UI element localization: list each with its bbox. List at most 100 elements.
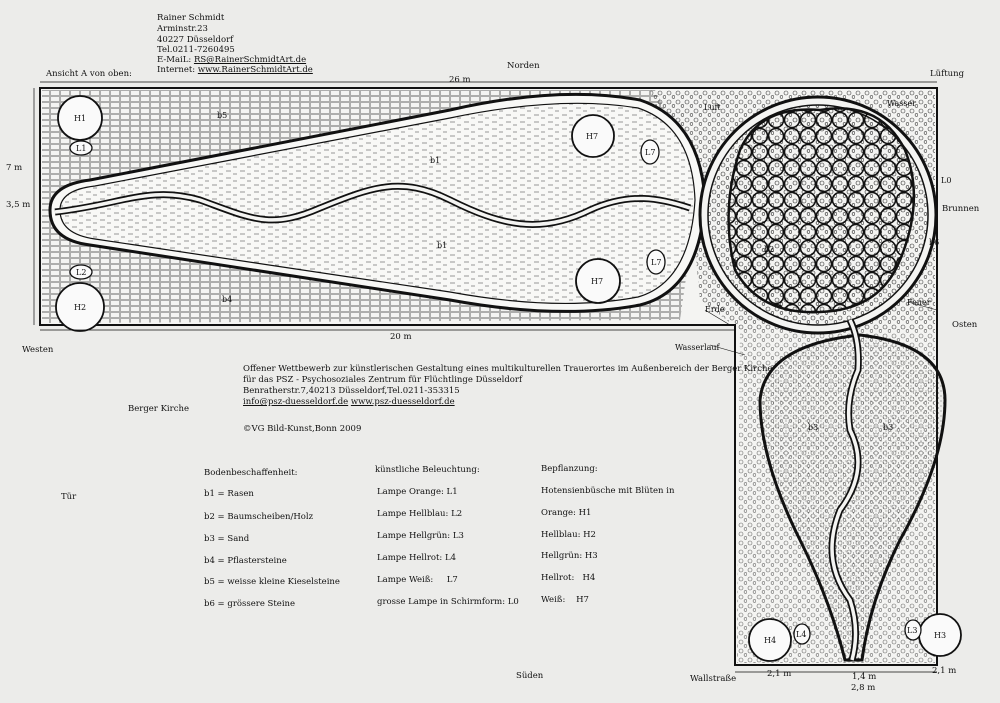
legend-planting-item: Orange: H1 <box>541 508 592 518</box>
leader-waterway <box>709 344 746 356</box>
label-l7-bottom: L7 <box>651 258 661 267</box>
label-h2: H2 <box>74 303 86 312</box>
compass-east: Osten <box>952 320 978 330</box>
sand-b3-waterway-inner <box>830 319 861 661</box>
legend-soil-title: Bodenbeschaffenheit: <box>204 468 298 478</box>
label-l0: L0 <box>941 176 951 185</box>
lamp-l3-shape <box>904 619 922 641</box>
dim-bottom-right: 2,1 m <box>932 666 957 676</box>
legend-planting-item: Hellgrün: H3 <box>541 551 598 561</box>
author-email-link[interactable]: RS@RainerSchmidtArt.de <box>193 55 307 65</box>
leader-fire <box>907 301 938 311</box>
author-internet-row: Internet: www.RainerSchmidtArt.de <box>157 66 313 75</box>
label-b1-bottom: b1 <box>437 241 447 250</box>
compass-west: Westen <box>22 345 54 355</box>
legend-lighting-item: Lampe Weiß: L7 <box>377 575 458 585</box>
lamp-l7-top-shape <box>640 139 660 165</box>
label-l1: L1 <box>76 144 86 153</box>
label-earth: Erde <box>705 305 725 314</box>
author-internet-link[interactable]: www.RainerSchmidtArt.de <box>197 65 313 75</box>
legend-soil-item: b6 = grössere Steine <box>204 599 296 609</box>
legend-soil-item: b2 = Baumscheiben/Holz <box>204 512 314 522</box>
lamp-l7-bottom-shape <box>646 249 666 275</box>
wavy-path-inner <box>54 184 691 227</box>
author-email-row: E-MaiL: RS@RainerSchmidtArt.de <box>157 56 306 65</box>
legend-lighting-item: Lampe Hellblau: L2 <box>377 509 463 519</box>
label-fountain: Brunnen <box>942 204 980 214</box>
label-l3: L3 <box>907 626 917 635</box>
label-waterway: Wasserlauf <box>675 343 721 352</box>
lamp-l2-shape <box>69 264 93 280</box>
label-fire: Feuer <box>907 298 931 307</box>
dim-top: 26 m <box>449 75 471 85</box>
label-street: Wallstraße <box>690 674 737 684</box>
competition-email-link[interactable]: info@psz-duesseldorf.de <box>243 397 349 407</box>
lamp-l1-shape <box>69 140 93 156</box>
dim-bottom-left: 2,1 m <box>767 669 792 679</box>
bush-h7-top-shape <box>571 114 615 158</box>
label-church: Berger Kirche <box>128 404 189 414</box>
author-email-prefix: E-MaiL: <box>157 55 192 65</box>
compass-north: Norden <box>507 61 540 71</box>
bush-h2-shape <box>55 282 105 332</box>
legend-planting-item: Hotensienbüsche mit Blüten in <box>541 486 675 496</box>
label-h4: H4 <box>764 636 776 645</box>
dim-left-inner: 3,5 m <box>6 200 31 210</box>
legend-soil-item: b5 = weisse kleine Kieselsteine <box>204 577 340 587</box>
label-b4: b4 <box>222 295 232 304</box>
dim-bottom-mid2: 2,8 m <box>851 683 876 693</box>
leader-earth <box>704 309 731 326</box>
legend-lighting-item: Lampe Hellgrün: L3 <box>377 531 464 541</box>
legend-planting-item: Hellblau: H2 <box>541 530 596 540</box>
legend-lighting-item: Lampe Hellrot: L4 <box>377 553 457 563</box>
label-ventilation: Lüftung <box>930 69 965 79</box>
bush-h7-bottom-shape <box>575 258 621 304</box>
legend-planting-item: Weiß: H7 <box>541 595 589 605</box>
label-h1: H1 <box>74 114 86 123</box>
legend-lighting-item: grosse Lampe in Schirmform: L0 <box>377 597 519 607</box>
legend-planting-item: Hellrot: H4 <box>541 573 596 583</box>
competition-line3: Benratherstr.7,40213 Düsseldorf,Tel.0211… <box>243 386 460 396</box>
label-air: Luft <box>704 103 721 112</box>
label-b3-right: b3 <box>883 423 893 432</box>
competition-web-link[interactable]: www.psz-duesseldorf.de <box>350 397 455 407</box>
competition-line1: Offener Wettbewerb zur künstlerischen Ge… <box>243 364 773 374</box>
lawn-b1-texture <box>59 102 696 305</box>
label-b5: b5 <box>217 111 227 120</box>
author-street: Arminstr.23 <box>157 24 208 34</box>
legend-soil-item: b1 = Rasen <box>204 489 254 499</box>
legend-lighting-item: Lampe Orange: L1 <box>377 487 458 497</box>
label-h3: H3 <box>934 631 946 640</box>
label-h7-bottom: H7 <box>591 277 603 286</box>
label-b6: b6 <box>929 238 939 247</box>
view-label: Ansicht A von oben: <box>46 69 132 79</box>
legend-lighting-title: künstliche Beleuchtung: <box>375 465 480 475</box>
dim-bottom-mid1: 1,4 m <box>852 672 877 682</box>
label-water: Wasser <box>887 99 916 108</box>
bush-h4-shape <box>748 618 792 662</box>
legend-planting-title: Bepflanzung: <box>541 464 598 474</box>
author-internet-prefix: Internet: <box>157 65 196 75</box>
label-b1-top: b1 <box>430 156 440 165</box>
lamp-l4-shape <box>793 623 811 645</box>
competition-links: info@psz-duesseldorf.de www.psz-duesseld… <box>243 398 455 407</box>
legend-soil-item: b4 = Pflastersteine <box>204 556 287 566</box>
compass-south: Süden <box>516 671 544 681</box>
competition-line2: für das PSZ - Psychosoziales Zentrum für… <box>243 375 523 385</box>
author-tel: Tel.0211-7260495 <box>157 45 235 55</box>
label-l4: L4 <box>796 630 806 639</box>
label-h7-top: H7 <box>586 132 598 141</box>
dim-left-height: 7 m <box>6 163 23 173</box>
label-door: Tür <box>61 492 77 502</box>
copyright: ©VG Bild-Kunst,Bonn 2009 <box>243 424 362 434</box>
legend-soil-item: b3 = Sand <box>204 534 250 544</box>
dim-middle: 20 m <box>390 332 412 342</box>
label-b3-left: b3 <box>808 423 818 432</box>
label-l7-top: L7 <box>645 148 655 157</box>
bush-h1-shape <box>57 95 103 141</box>
tree-disc-b2-rings <box>727 107 916 314</box>
label-b2: b2 <box>764 245 774 254</box>
author-city: 40227 Düsseldorf <box>157 35 234 45</box>
label-l2: L2 <box>76 268 86 277</box>
